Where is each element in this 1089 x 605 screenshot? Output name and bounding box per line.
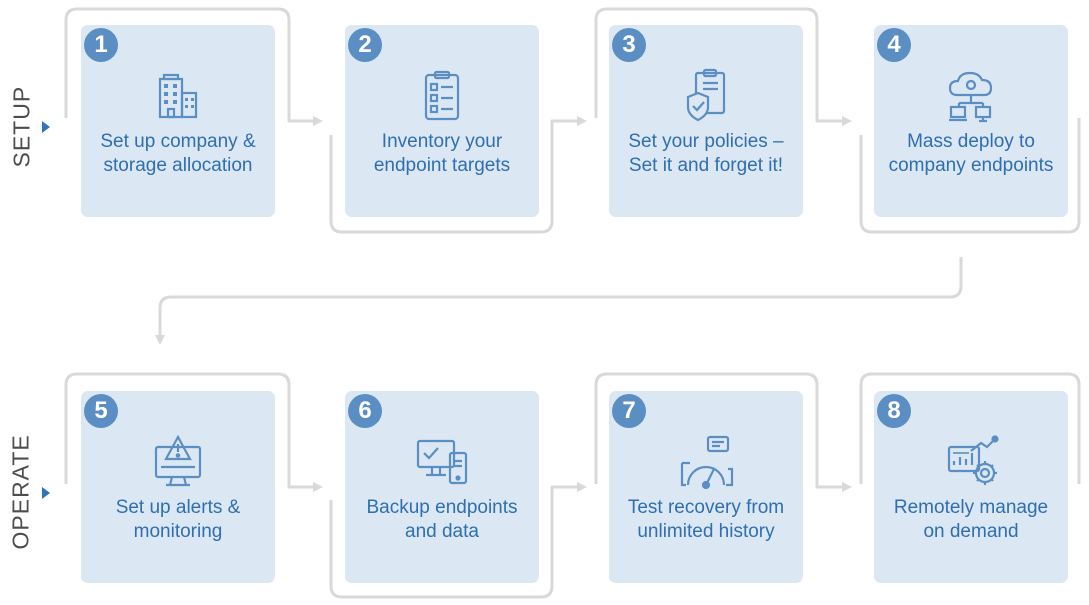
step-text-5: Set up alerts & monitoring bbox=[115, 497, 241, 542]
step-badge-8: 8 bbox=[877, 394, 911, 428]
phase-label-setup: SETUP bbox=[8, 85, 35, 168]
checklist-icon bbox=[424, 70, 460, 121]
step-card-4: 4 Mass deploy to company endpoints bbox=[874, 25, 1068, 217]
step-card-7: 7 Test recovery from unlimited history bbox=[609, 391, 803, 583]
devices-icon bbox=[416, 439, 468, 485]
step-text-7: Test recovery from unlimited history bbox=[627, 497, 785, 542]
transition-connector bbox=[155, 257, 963, 345]
alert-monitor-icon bbox=[154, 434, 202, 487]
phase-marker-setup-icon bbox=[42, 121, 50, 133]
bracket-step-6 bbox=[329, 482, 587, 599]
step-text-2: Inventory your endpoint targets bbox=[373, 131, 511, 176]
step-card-5: 5 Set up alerts & monitoring bbox=[81, 391, 275, 583]
bracket-step-8 bbox=[859, 372, 1081, 484]
step-badge-3: 3 bbox=[612, 28, 646, 62]
phase-label-operate: OPERATE bbox=[7, 434, 34, 550]
step-text-1: Set up company & storage allocation bbox=[100, 131, 256, 176]
bracket-step-3 bbox=[594, 7, 852, 126]
recovery-gauge-icon bbox=[680, 435, 734, 490]
bracket-step-2 bbox=[329, 116, 587, 234]
step-badge-6: 6 bbox=[348, 394, 382, 428]
step-text-6: Backup endpoints and data bbox=[366, 497, 518, 542]
bracket-step-4 bbox=[859, 118, 1081, 234]
step-card-6: 6 Backup endpoints and data bbox=[345, 391, 539, 583]
step-card-1: 1 Set up company & storage allocation bbox=[81, 25, 275, 217]
shield-document-icon bbox=[686, 68, 726, 122]
step-card-2: 2 Inventory your endpoint targets bbox=[345, 25, 539, 217]
bracket-step-1 bbox=[64, 7, 323, 126]
step-badge-4: 4 bbox=[877, 28, 911, 62]
bracket-step-7 bbox=[594, 372, 852, 492]
step-badge-1: 1 bbox=[84, 28, 118, 62]
step-badge-5: 5 bbox=[84, 394, 118, 428]
cloud-deploy-icon bbox=[948, 71, 993, 123]
step-text-8: Remotely manage on demand bbox=[893, 497, 1049, 542]
step-badge-7: 7 bbox=[612, 394, 646, 428]
building-icon bbox=[158, 73, 198, 119]
phase-marker-operate-icon bbox=[42, 487, 50, 499]
step-card-3: 3 Set your policies – Set it and forget … bbox=[609, 25, 803, 217]
step-text-4: Mass deploy to company endpoints bbox=[888, 131, 1054, 176]
step-text-3: Set your policies – Set it and forget it… bbox=[628, 131, 784, 176]
analytics-gear-icon bbox=[947, 435, 999, 485]
step-card-8: 8 Remotely manage on demand bbox=[874, 391, 1068, 583]
step-badge-2: 2 bbox=[348, 28, 382, 62]
bracket-step-5 bbox=[64, 372, 323, 492]
